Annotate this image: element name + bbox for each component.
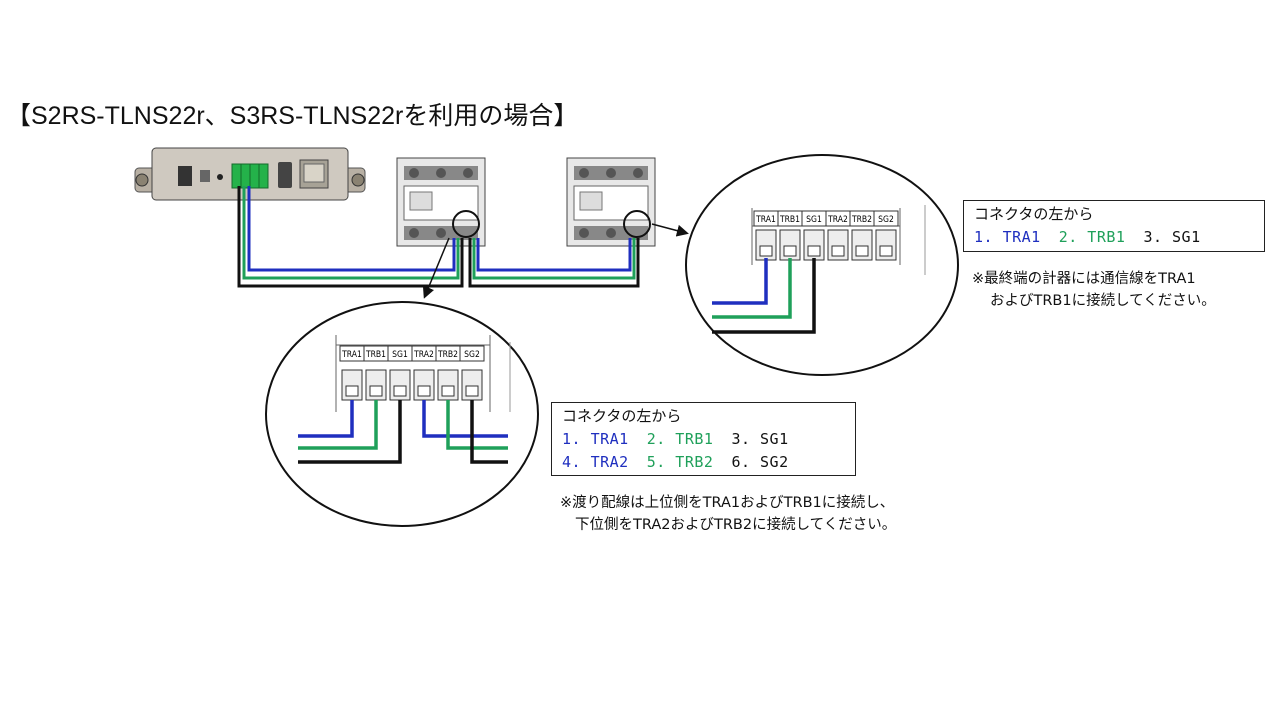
terminal-label-tra2: TRA2	[413, 350, 434, 360]
legend-item-trb2: 5. TRB2	[646, 453, 714, 471]
terminal-slot	[807, 245, 821, 257]
wire-gateway-to-meter1	[237, 186, 464, 288]
terminal-slot	[345, 385, 359, 397]
terminal-label-tra1: TRA1	[341, 350, 362, 360]
terminal-label-trb1: TRB1	[365, 350, 386, 360]
legend-heading: コネクタの左から	[974, 205, 1094, 223]
legend-box-center: コネクタの左から 1. TRA1 2. TRB1 3. SG1 4. TRA2 5. …	[551, 402, 856, 476]
terminal-slot	[441, 385, 455, 397]
legend-item-tra1: 1. TRA1	[562, 430, 629, 448]
terminal-label-sg1: SG1	[392, 350, 408, 360]
terminal-slot	[855, 245, 869, 257]
terminal-label-tra1: TRA1	[755, 215, 776, 225]
note-center-line2: 下位側をTRA2およびTRB2に接続してください。	[575, 517, 897, 533]
terminal-label-sg2: SG2	[464, 350, 480, 360]
terminal-label-trb1: TRB1	[779, 215, 800, 225]
legend-item-tra1: 1. TRA1	[974, 228, 1041, 246]
legend-box-right: コネクタの左から 1. TRA1 2. TRB1 3. SG1	[963, 200, 1265, 252]
terminal-slot	[369, 385, 383, 397]
power-meter-2	[566, 157, 656, 247]
arrow-to-zoom-right	[651, 223, 689, 237]
terminal-slot	[393, 385, 407, 397]
legend-heading: コネクタの左から	[562, 407, 682, 425]
terminal-slot	[831, 245, 845, 257]
legend-item-sg1: 3. SG1	[731, 430, 789, 448]
legend-item-sg1: 3. SG1	[1143, 228, 1201, 246]
legend-item-tra2: 4. TRA2	[562, 453, 629, 471]
terminal-label-box	[459, 345, 485, 362]
legend-item-trb1: 2. TRB1	[1058, 228, 1126, 246]
terminal-slot	[417, 385, 431, 397]
terminal-label-trb2: TRB2	[851, 215, 872, 225]
terminal-label-sg1: SG1	[806, 215, 822, 225]
terminal-slot	[783, 245, 797, 257]
legend-item-trb1: 2. TRB1	[646, 430, 714, 448]
terminal-slot	[879, 245, 893, 257]
legend-item-sg2: 6. SG2	[731, 453, 789, 471]
terminal-slot	[759, 245, 773, 257]
note-right-line2: およびTRB1に接続してください。	[990, 293, 1216, 309]
note-right-line1: ※最終端の計器には通信線をTRA1	[972, 271, 1196, 287]
page-title: 【S2RS-TLNS22r、S3RS-TLNS22rを利用の場合】	[6, 102, 579, 130]
terminal-label-tra2: TRA2	[827, 215, 848, 225]
wire-meter1-to-meter2	[468, 238, 640, 288]
power-meter-1	[396, 157, 486, 247]
terminal-label-box	[873, 210, 899, 227]
note-center-line1: ※渡り配線は上位側をTRA1およびTRB1に接続し、	[560, 495, 895, 511]
terminal-label-trb2: TRB2	[437, 350, 458, 360]
terminal-slot	[465, 385, 479, 397]
zoom-circle-marker	[623, 210, 651, 238]
terminal-label-sg2: SG2	[878, 215, 894, 225]
zoom-circle-marker	[452, 210, 480, 238]
arrow-to-zoom-center	[422, 237, 450, 299]
